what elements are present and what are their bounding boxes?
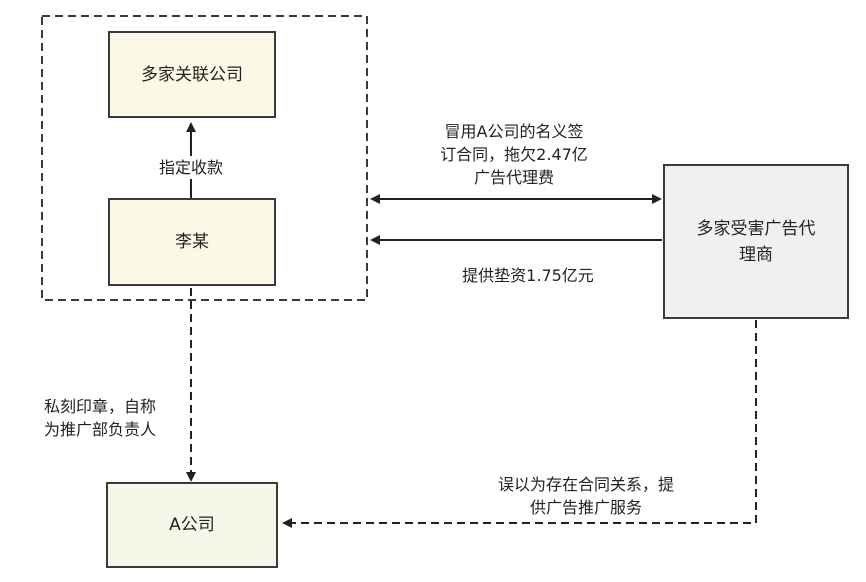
- node-related-companies: 多家关联公司: [108, 31, 276, 118]
- label-fraud-contract-line-1: 冒用A公司的名义签: [444, 122, 584, 141]
- label-fraud-contract-line-3: 广告代理费: [473, 168, 554, 187]
- label-fraud-contract: 冒用A公司的名义签 订合同，拖欠2.47亿 广告代理费: [414, 120, 614, 189]
- node-victim-agents-label: 多家受害广告代 理商: [697, 216, 816, 268]
- label-forged-seal-line-1: 私刻印章，自称: [43, 397, 156, 416]
- node-related-companies-label: 多家关联公司: [141, 64, 243, 85]
- label-fraud-contract-line-2: 订合同，拖欠2.47亿: [440, 145, 588, 164]
- node-a-company: A公司: [106, 482, 278, 568]
- label-advance-funds: 提供垫资1.75亿元: [462, 266, 594, 285]
- node-victim-agents-line-2: 理商: [739, 244, 773, 265]
- label-forged-seal-line-2: 为推广部负责人: [43, 420, 156, 439]
- mistaken-relation-arrow: [282, 320, 757, 528]
- group-frame: [41, 15, 368, 301]
- label-mistaken-relation: 误以为存在合同关系，提 供广告推广服务: [466, 473, 706, 519]
- node-victim-agents-line-1: 多家受害广告代: [696, 218, 816, 239]
- label-forged-seal: 私刻印章，自称 为推广部负责人: [18, 395, 182, 441]
- label-mistaken-relation-line-2: 供广告推广服务: [529, 498, 642, 517]
- label-designate-payment: 指定收款: [130, 156, 252, 179]
- node-li-mou: 李某: [108, 198, 276, 286]
- node-li-mou-label: 李某: [175, 232, 209, 252]
- node-victim-agents: 多家受害广告代 理商: [663, 164, 849, 319]
- node-a-company-label: A公司: [169, 515, 215, 535]
- label-mistaken-relation-line-1: 误以为存在合同关系，提: [497, 475, 674, 494]
